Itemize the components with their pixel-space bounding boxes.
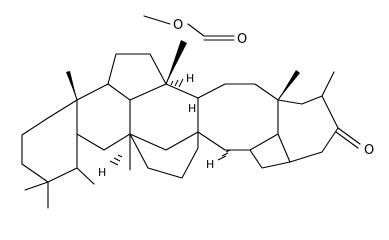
ring-d-bonds: [197, 83, 279, 151]
ring-b-upper-bonds: [107, 53, 167, 101]
ring-b-bonds: [76, 83, 131, 151]
c4-wedge-bond: [66, 71, 77, 100]
h-c13-label: H: [188, 102, 196, 115]
h-c18-label: H: [206, 158, 214, 171]
carbonyl-double-bond: [203, 35, 235, 41]
ester-methyl-bond: [143, 15, 171, 25]
h-c14-label: H: [186, 72, 194, 85]
ring-c-lower-bonds: [129, 131, 199, 179]
ring-e-lower-bonds: [249, 149, 291, 169]
ester-oxygen-label: O: [173, 18, 183, 33]
c13-wedge-bond: [278, 70, 300, 100]
molecule-canvas: O O O H H H H: [21, 15, 374, 209]
stereo-bonds: [66, 40, 300, 166]
ring-c-bonds: [129, 83, 199, 151]
c18-hashed-bond: [217, 149, 231, 161]
h-c8-label: H: [98, 166, 106, 179]
c8-hashed-bond: [109, 154, 123, 166]
ketone-double-bond: [335, 127, 361, 149]
atom-labels: O O O H H H H: [98, 18, 374, 179]
gem-dimethyl-bonds: [24, 181, 49, 209]
carbonyl-oxygen-label: O: [237, 32, 247, 47]
c14-hashed-bond: [170, 78, 184, 88]
ketone-oxygen-label: O: [364, 143, 374, 158]
ring-a-bonds: [21, 99, 78, 183]
c10-methyl-bond: [76, 167, 95, 185]
ring-e-methyl-bond: [321, 71, 335, 97]
ring-e-bonds: [277, 95, 339, 163]
ester-o-carbonyl-bond: [187, 23, 205, 37]
c17-wedge-bond: [166, 40, 187, 84]
